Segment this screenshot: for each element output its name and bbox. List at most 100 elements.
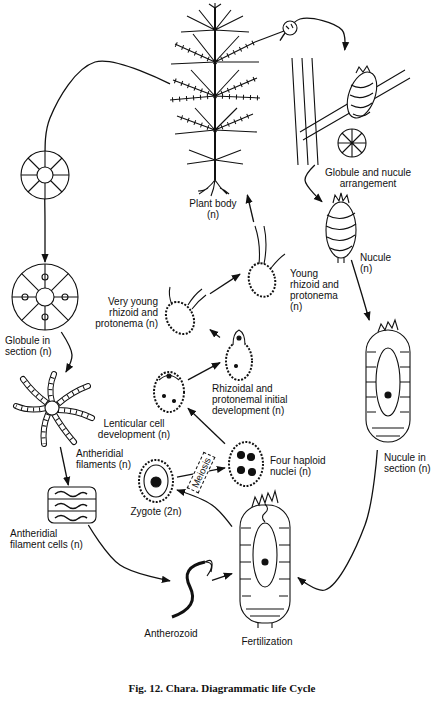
stage-label: Zygote (2n) [126,506,186,517]
nucule-body [326,202,356,258]
figure-caption: Fig. 12. Chara. Diagrammatic life Cycle [0,682,444,694]
filament-outline [16,374,92,444]
stage-label: Antheridial filament cells (n) [10,528,84,550]
haploid-nucleus [248,454,255,461]
stage-node: Antherozoid [170,555,212,620]
stage-label: Globule in section (n) [5,335,63,357]
rhizoid-tube [271,254,285,268]
stage-node: Very young rhizoid and protonema (n) [160,285,210,335]
nucule-art [326,193,356,263]
basal-cells [372,428,404,436]
globule-wall [12,264,78,330]
filament-fill [16,374,92,444]
plant-rhizoids [198,180,229,196]
nucule-spirals [326,213,356,251]
globule-centre [37,167,53,183]
zygote-art [139,460,173,502]
stage-label: Nucule (n) [360,252,400,274]
filament-cells [16,374,92,444]
manubrium-head [45,401,59,415]
cycle-arrow [280,18,345,50]
egg-cell [253,523,277,587]
nucule-coronula [333,193,349,203]
stage-label: Very young rhizoid and protonema (n) [88,296,158,329]
cycle-arrow [188,363,220,380]
stage-label: Four haploid nuclei (n) [270,455,328,477]
filament-tuft [42,314,48,320]
stage-label: Antherozoid [130,628,212,639]
nucule-shape [342,68,383,122]
zygote-nucleus [151,477,161,487]
coronula [378,320,398,332]
stage-node: Lenticular cell development (n) [150,365,188,415]
egg-cell [376,348,400,416]
stage-label: Antheridial filaments (n) [76,448,134,470]
spore-wall [154,372,184,412]
rhizoidal-initial-art [226,330,252,380]
lenticular-art [154,372,184,412]
cycle-arrow [210,330,220,338]
coiled-antherozoids [55,492,87,521]
cycle-arrow [247,195,253,222]
stage-node: Plant body (n) [170,5,280,195]
plant-body-art [170,3,297,196]
fertilization-art [240,491,290,628]
initial-outgrowth [233,330,245,345]
stage-label: Plant body (n) [183,198,243,220]
nucule-wall [366,330,410,442]
cycle-arrow [210,274,240,294]
stage-node: Globule in section (n) [10,262,80,332]
plant-whorls [170,10,260,164]
stage-node: Four haploid nuclei (n) [225,440,267,488]
protonema-tube [255,226,266,264]
young-art [245,226,285,300]
zygote-wall [139,460,173,502]
cycle-arrow [305,165,322,202]
globule-shape [21,151,69,199]
globule-plates [338,129,366,157]
tube-cells [366,352,410,412]
antherozoid-art [172,560,212,617]
spore-wall [229,442,263,486]
nucule-spirals [350,83,373,116]
spore-wall [245,260,279,300]
stage-label: Fertilization [222,636,312,647]
branch-stems [292,58,318,165]
cell-nucleus [237,336,241,340]
branch-leaf [300,70,410,140]
stage-node: Zygote (2n) [135,458,177,504]
shield-plates [21,151,69,199]
edge-label: Meiosis [187,452,216,494]
egg-nucleus [385,392,391,398]
coronula [252,491,278,507]
cell-nucleus [235,365,238,368]
basal-cells [246,609,284,628]
haploid-nucleus [238,467,245,474]
plant-apex [209,3,221,8]
stage-node: Globule and nucule arrangement [290,50,415,165]
globule-shape [338,129,366,157]
nucule-stalk [338,258,344,263]
cell-nucleus [173,400,176,403]
plant-stem [214,8,216,180]
stage-label: Young rhizoid and protonema (n) [290,268,346,312]
very-young-art [160,287,206,339]
arrangement-art [292,58,410,165]
stage-node: Young rhizoid and protonema (n) [240,222,285,297]
magnified-spot [283,21,297,35]
cycle-arrow [45,61,170,262]
cycle-arrow [61,332,72,372]
filaments-art [16,374,92,444]
protonema-tube [188,289,206,309]
nucule-section-art [366,320,410,442]
egg-nucleus [262,559,268,565]
globule-centre [36,288,54,306]
filament-cells-art [48,487,96,523]
filament-tuft [22,294,28,300]
stage-label: Globule and nucule arrangement [318,167,418,189]
stage-label: Rhizoidal and protonemal initial develop… [212,383,312,416]
rhizoid-tube [169,287,172,305]
haploid-nucleus [249,469,256,476]
